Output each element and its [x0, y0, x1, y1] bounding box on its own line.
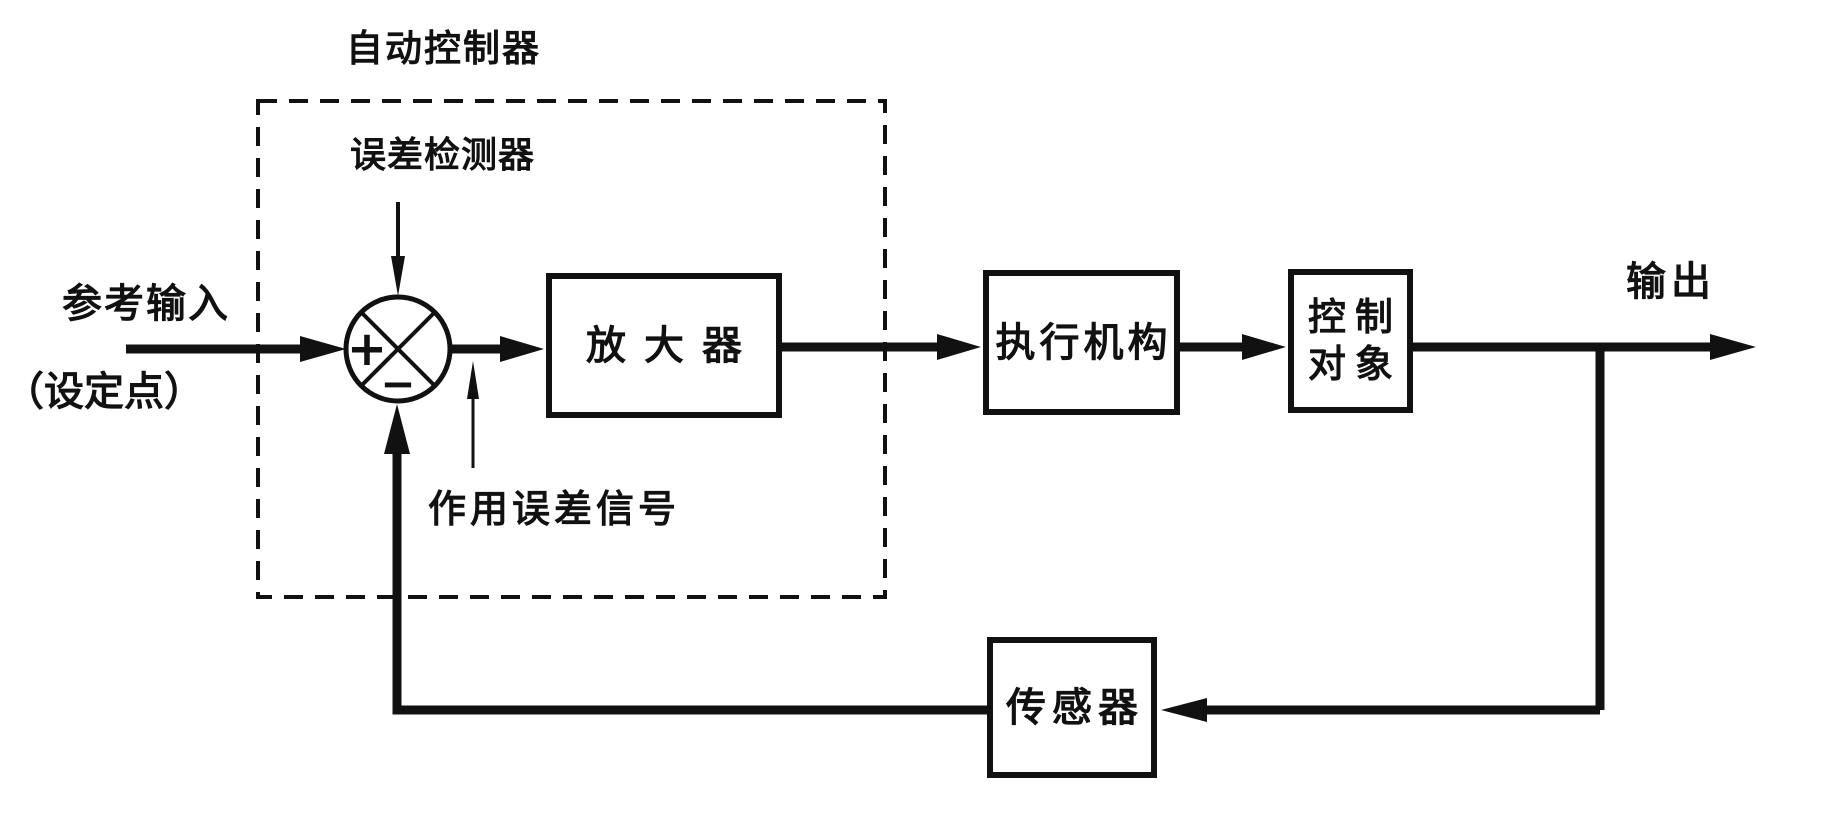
sensor-label: 传感器: [1006, 684, 1144, 731]
controller-label: 自动控制器: [346, 27, 541, 70]
plant-block: 控制 对象: [1288, 269, 1413, 413]
output-label: 输出: [1626, 259, 1716, 305]
error-detector-pointer-arrowhead-icon: [391, 256, 405, 296]
plant-label-line1: 控制: [1307, 294, 1402, 339]
feedback-to-sensor-arrowhead-icon: [1161, 698, 1207, 722]
sensor-block: 传感器: [987, 637, 1157, 778]
actuator-label: 执行机构: [995, 319, 1172, 366]
error-signal-arrowhead-icon: [500, 336, 544, 362]
minus-sign: −: [380, 359, 416, 408]
actuator-block: 执行机构: [983, 270, 1180, 415]
actuating-error-pointer-arrowhead-icon: [467, 361, 479, 399]
amplifier-label: 放大器: [586, 322, 760, 369]
plus-sign: +: [346, 321, 388, 377]
output-arrowhead-icon: [1710, 334, 1756, 360]
sensor-return-line: [392, 450, 987, 715]
reference-input-arrowhead-icon: [300, 336, 346, 362]
amplifier-output-arrowhead-icon: [937, 334, 981, 360]
actuator-output-arrowhead-icon: [1242, 334, 1286, 360]
summing-junction-cross-line-2: [360, 311, 436, 387]
error-detector-label: 误差检测器: [350, 135, 536, 176]
amplifier-block: 放大器: [546, 273, 782, 418]
actuating-error-signal-label: 作用误差信号: [428, 487, 681, 531]
plant-label-line2: 对象: [1307, 342, 1402, 386]
reference-input-label: 参考输入: [62, 281, 230, 327]
sensor-return-arrowhead-icon: [384, 404, 410, 454]
set-point-label: （设定点）: [4, 369, 204, 415]
